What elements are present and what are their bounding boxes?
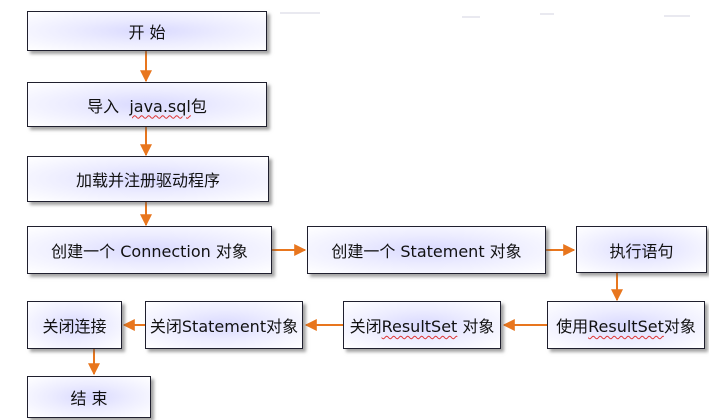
step-create-connection: 创建一个 Connection 对象 [27, 226, 272, 274]
step-close-resultset: 关闭ResultSet 对象 [343, 301, 501, 349]
decor-dash-3 [540, 13, 554, 15]
step-import-label: 导入 java.sql包 [87, 93, 207, 117]
step-end: 结 束 [27, 376, 151, 418]
use-suffix: 对象 [663, 317, 696, 336]
step-create-statement-label: 创建一个 Statement 对象 [331, 242, 522, 261]
step-execute: 执行语句 [576, 226, 707, 273]
import-prefix: 导入 [87, 96, 130, 116]
step-close-connection-label: 关闭连接 [42, 317, 107, 336]
step-import-package: 导入 java.sql包 [27, 82, 267, 127]
use-prefix: 使用 [556, 317, 589, 336]
step-end-label: 结 束 [70, 389, 108, 408]
step-close-resultset-label: 关闭ResultSet 对象 [350, 313, 495, 337]
close-rs-name: ResultSet [381, 317, 458, 336]
close-rs-prefix: 关闭 [349, 317, 382, 336]
step-create-statement: 创建一个 Statement 对象 [307, 226, 546, 274]
step-use-resultset-label: 使用ResultSet对象 [556, 313, 696, 337]
step-close-connection: 关闭连接 [27, 301, 122, 349]
step-start: 开 始 [27, 11, 267, 51]
use-resultset-name: ResultSet [588, 317, 664, 336]
decor-dash-2 [462, 16, 480, 18]
decor-dash-4 [664, 15, 690, 17]
step-use-resultset: 使用ResultSet对象 [547, 301, 705, 349]
step-close-statement-label: 关闭Statement对象 [149, 317, 299, 336]
step-close-statement: 关闭Statement对象 [145, 301, 303, 349]
step-create-connection-label: 创建一个 Connection 对象 [51, 242, 248, 261]
close-rs-suffix: 对象 [457, 317, 495, 336]
decor-dash-1 [280, 12, 320, 14]
step-execute-label: 执行语句 [609, 241, 674, 261]
step-start-label: 开 始 [128, 23, 166, 42]
import-suffix: 包 [190, 96, 207, 116]
step-load-driver-label: 加载并注册驱动程序 [75, 171, 220, 190]
import-package-name: java.sql [129, 96, 191, 116]
step-load-driver: 加载并注册驱动程序 [27, 156, 269, 202]
